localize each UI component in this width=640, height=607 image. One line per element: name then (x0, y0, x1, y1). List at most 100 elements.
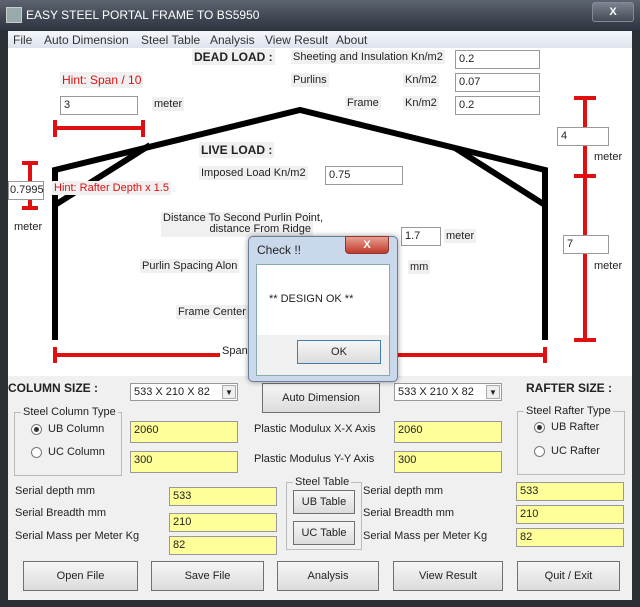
dialog-footer: OK (257, 335, 389, 375)
top-dimension-input[interactable]: 4 (557, 127, 609, 146)
column-size-select[interactable]: 533 X 210 X 82 ▼ (130, 383, 238, 401)
purlin-distance-unit: meter (444, 229, 477, 243)
imposed-load-label: Imposed Load Kn/m2 (199, 166, 308, 180)
column-serial-breadth-label: Serial Breadth mm (15, 507, 107, 519)
column-size-value: 533 X 210 X 82 (134, 386, 210, 398)
menu-about[interactable]: About (336, 33, 368, 47)
column-zyy-input[interactable]: 300 (130, 451, 238, 473)
close-button[interactable]: X (592, 2, 634, 22)
frame-load-unit: Kn/m2 (403, 96, 439, 110)
bottom-dimension-input[interactable]: 7 (563, 235, 609, 254)
menu-bar (8, 31, 632, 48)
dialog-message: ** DESIGN OK ** (269, 293, 354, 305)
plastic-xx-label: Plastic Modulux X-X Axis (254, 423, 376, 435)
uc-column-radio[interactable]: UC Column (31, 446, 105, 458)
span-label: Span (220, 344, 250, 358)
menu-auto-dimension[interactable]: Auto Dimension (44, 33, 129, 47)
rafter-size-select[interactable]: 533 X 210 X 82 ▼ (394, 383, 502, 401)
group-title: Steel Rafter Type (524, 405, 613, 417)
plastic-yy-label: Plastic Modulus Y-Y Axis (254, 453, 375, 465)
ok-button[interactable]: OK (297, 340, 381, 364)
window-title: EASY STEEL PORTAL FRAME TO BS5950 (26, 8, 260, 22)
frame-load-input[interactable]: 0.2 (455, 96, 540, 115)
dialog-close-button[interactable]: X (345, 236, 389, 254)
sheeting-input[interactable]: 0.2 (455, 50, 540, 69)
quit-exit-button[interactable]: Quit / Exit (517, 561, 620, 591)
purlin-spacing-label: Purlin Spacing Alon (140, 259, 240, 273)
rafter-zyy-input[interactable]: 300 (394, 451, 502, 473)
frame-outline (52, 106, 548, 340)
save-file-button[interactable]: Save File (151, 561, 264, 591)
view-result-button[interactable]: View Result (393, 561, 503, 591)
purlin-distance-input[interactable]: 1.7 (401, 227, 441, 246)
rafter-size-heading: RAFTER SIZE : (526, 381, 612, 395)
rafter-depth-input[interactable]: 0.7995 (8, 181, 44, 200)
radio-label: UC Rafter (551, 445, 600, 457)
purlin-spacing-unit: mm (408, 260, 431, 274)
column-serial-depth-label: Serial depth mm (15, 485, 96, 497)
purlin-distance-label-line2: distance From Ridge (209, 223, 312, 235)
purlin-distance-label-line1: Distance To Second Purlin Point, (163, 212, 323, 224)
dialog-title: Check !! (257, 243, 302, 257)
dead-load-heading: DEAD LOAD : (192, 49, 275, 65)
column-size-heading: COLUMN SIZE : (8, 381, 98, 395)
group-title: Steel Column Type (21, 406, 118, 418)
chevron-down-icon[interactable]: ▼ (222, 385, 236, 399)
column-serial-mass-label: Serial Mass per Meter Kg (15, 530, 140, 542)
uc-rafter-radio[interactable]: UC Rafter (534, 445, 600, 457)
rafter-serial-mass-label: Serial Mass per Meter Kg (363, 530, 488, 542)
rafter-size-value: 533 X 210 X 82 (398, 386, 474, 398)
rafter-depth-unit: meter (14, 221, 43, 233)
rafter-zxx-input[interactable]: 2060 (394, 421, 502, 443)
frame-load-label: Frame (345, 96, 381, 110)
steel-rafter-type-group: Steel Rafter Type UB Rafter UC Rafter (517, 405, 625, 475)
column-breadth-input[interactable]: 210 (169, 513, 277, 532)
title-bar (0, 0, 640, 30)
radio-label: UC Column (48, 446, 105, 458)
uc-table-button[interactable]: UC Table (293, 521, 355, 545)
ub-rafter-radio[interactable]: UB Rafter (534, 421, 599, 433)
rafter-serial-breadth-label: Serial Breadth mm (363, 507, 455, 519)
column-zxx-input[interactable]: 2060 (130, 421, 238, 443)
frame-center-label: Frame Center (176, 305, 248, 319)
rafter-depth-field[interactable]: 533 (516, 482, 624, 501)
rafter-depth-hint: Hint: Rafter Depth x 1.5 (52, 181, 171, 195)
analysis-button[interactable]: Analysis (277, 561, 379, 591)
purlins-unit: Kn/m2 (403, 73, 439, 87)
open-file-button[interactable]: Open File (23, 561, 138, 591)
radio-selected-icon (534, 421, 545, 433)
radio-label: UB Rafter (551, 421, 600, 433)
app-icon (6, 7, 22, 23)
menu-view-result[interactable]: View Result (265, 33, 329, 47)
radio-selected-icon (31, 423, 42, 435)
chevron-down-icon[interactable]: ▼ (486, 385, 500, 399)
group-title: Steel Table (293, 476, 352, 488)
rafter-serial-depth-label: Serial depth mm (363, 485, 444, 497)
check-dialog: Check !! X ** DESIGN OK ** OK (248, 236, 398, 382)
menu-analysis[interactable]: Analysis (210, 33, 255, 47)
top-dimension-unit: meter (594, 151, 623, 163)
imposed-load-input[interactable]: 0.75 (325, 166, 403, 185)
haunch-length-input[interactable]: 3 (60, 96, 138, 115)
purlins-input[interactable]: 0.07 (455, 73, 540, 92)
auto-dimension-button[interactable]: Auto Dimension (262, 383, 380, 413)
radio-label: UB Column (48, 423, 105, 435)
menu-file[interactable]: File (13, 33, 33, 47)
purlin-distance-label: Distance To Second Purlin Point,distance… (161, 212, 323, 237)
steel-column-type-group: Steel Column Type UB Column UC Column (14, 406, 122, 476)
rafter-breadth-field[interactable]: 210 (516, 505, 624, 524)
rafter-mass-field[interactable]: 82 (516, 528, 624, 547)
bottom-dimension-unit: meter (594, 260, 623, 272)
radio-unselected-icon (534, 445, 545, 457)
ub-table-button[interactable]: UB Table (293, 490, 355, 514)
purlins-label: Purlins (291, 73, 329, 87)
ub-column-radio[interactable]: UB Column (31, 423, 104, 435)
steel-table-group: Steel Table UB Table UC Table (286, 476, 362, 550)
menu-steel-table[interactable]: Steel Table (141, 33, 201, 47)
sheeting-label: Sheeting and Insulation Kn/m2 (291, 50, 445, 64)
dialog-body: ** DESIGN OK ** OK (256, 264, 390, 376)
haunch-hint: Hint: Span / 10 (60, 72, 144, 88)
radio-unselected-icon (31, 446, 42, 458)
column-mass-input[interactable]: 82 (169, 536, 277, 555)
column-depth-input[interactable]: 533 (169, 487, 277, 506)
